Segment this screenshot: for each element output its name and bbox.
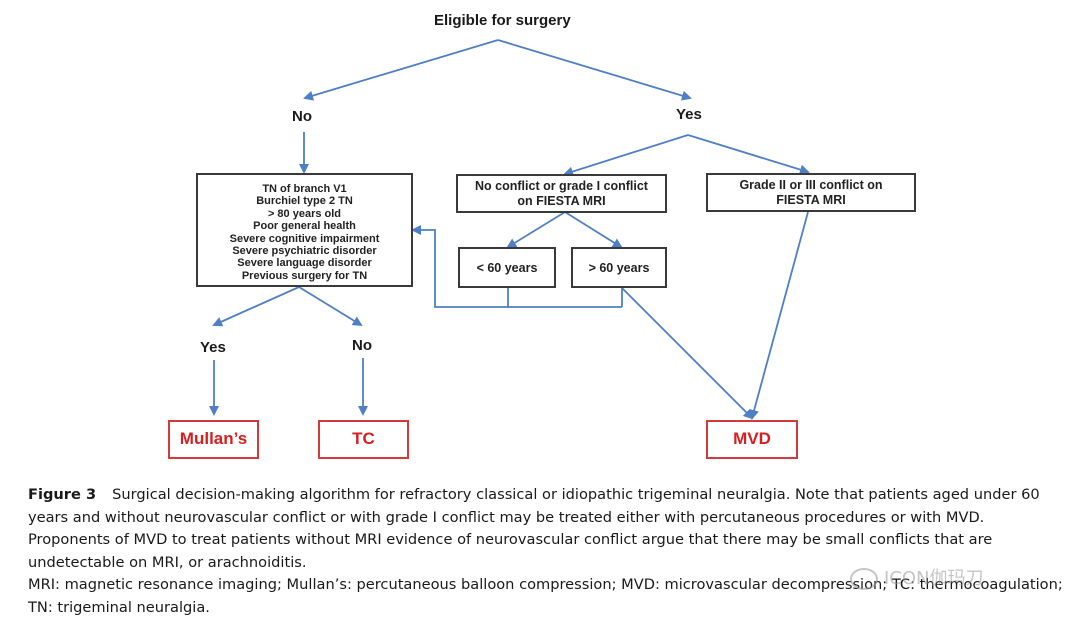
criteria-item: Severe psychiatric disorder bbox=[232, 245, 377, 258]
arrow-noconflict-to-under60 bbox=[506, 211, 566, 249]
criteria-item: Poor general health bbox=[253, 220, 356, 233]
watermark: ICON伽玛刀 bbox=[850, 564, 984, 590]
arrow-root-to-yes bbox=[497, 39, 692, 101]
mvd-outcome: MVD bbox=[706, 420, 798, 459]
yes-label: Yes bbox=[676, 106, 702, 123]
sub-yes-label: Yes bbox=[200, 339, 226, 356]
arrow-noconflict-to-over60 bbox=[564, 211, 623, 249]
grade-conflict-line: FIESTA MRI bbox=[776, 193, 846, 207]
arrow-yes-to-noconflict bbox=[563, 134, 689, 177]
arrow-criteria-to-no bbox=[298, 286, 363, 327]
grade-conflict-box: Grade II or III conflict on FIESTA MRI bbox=[706, 173, 916, 212]
tc-outcome: TC bbox=[318, 420, 409, 459]
watermark-text: ICON伽玛刀 bbox=[884, 568, 984, 589]
arrow-over60-to-mvd bbox=[621, 287, 754, 420]
arrow-criteria-to-yes bbox=[212, 286, 300, 327]
arrow-merge-to-criteria bbox=[411, 225, 508, 308]
criteria-item: Severe cognitive impairment bbox=[229, 232, 380, 245]
arrow-grade-to-mvd bbox=[749, 211, 809, 420]
sub-no-label: No bbox=[352, 337, 372, 354]
criteria-item: Burchiel type 2 TN bbox=[256, 195, 353, 208]
figure-label: Figure 3 bbox=[28, 486, 97, 503]
no-label: No bbox=[292, 108, 312, 125]
arrow-age-to-criteria bbox=[507, 288, 622, 308]
flowchart-connectors bbox=[209, 39, 810, 420]
caption-text: Surgical decision-making algorithm for r… bbox=[28, 486, 1040, 571]
under-60-box: < 60 years bbox=[458, 247, 556, 288]
caption-abbreviations: MRI: magnetic resonance imaging; Mullan’… bbox=[28, 576, 1063, 616]
grade-conflict-line: Grade II or III conflict on bbox=[739, 178, 883, 192]
criteria-item: Previous surgery for TN bbox=[241, 269, 368, 282]
arrow-yes-to-grade bbox=[687, 134, 810, 175]
criteria-item: > 80 years old bbox=[267, 207, 342, 220]
no-conflict-line: on FIESTA MRI bbox=[517, 194, 606, 208]
no-conflict-box: No conflict or grade I conflict on FIEST… bbox=[456, 174, 667, 213]
over-60-box: > 60 years bbox=[571, 247, 667, 288]
criteria-box: TN of branch V1 Burchiel type 2 TN > 80 … bbox=[196, 173, 413, 287]
criteria-item: TN of branch V1 bbox=[262, 183, 347, 195]
mullans-outcome: Mullan’s bbox=[168, 420, 259, 459]
criteria-item: Severe language disorder bbox=[237, 257, 372, 270]
no-conflict-line: No conflict or grade I conflict bbox=[475, 179, 648, 193]
wechat-icon bbox=[850, 568, 878, 590]
arrow-root-to-no bbox=[303, 39, 499, 101]
root-label: Eligible for surgery bbox=[434, 12, 571, 29]
